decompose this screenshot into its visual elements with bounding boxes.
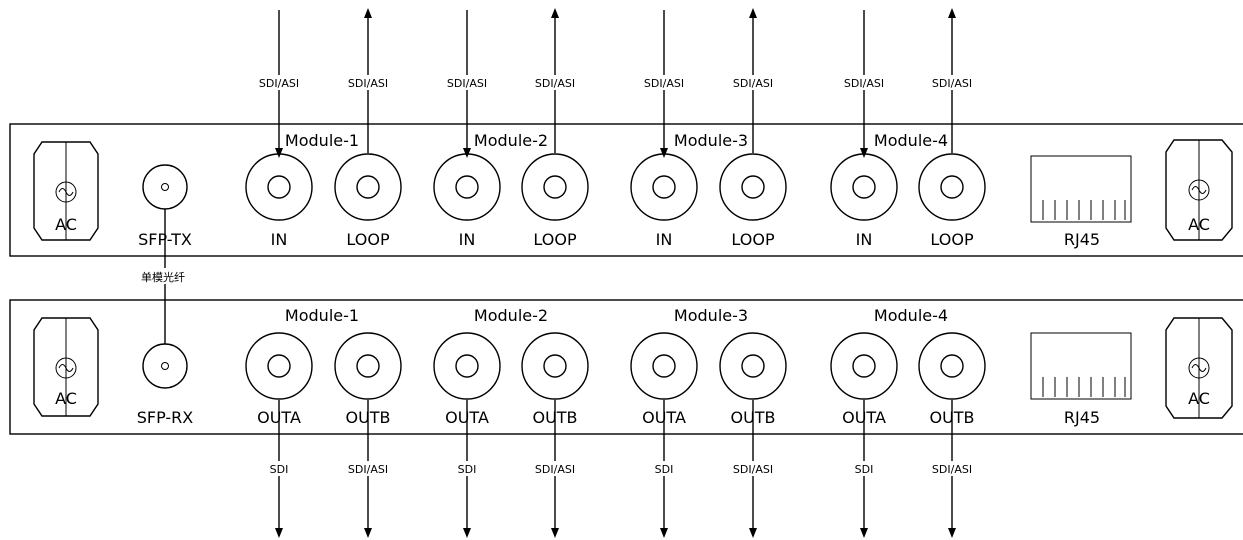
rx-panel-chassis bbox=[9, 299, 1243, 435]
tx-rj45-label: RJ45 bbox=[1064, 230, 1100, 249]
tx-port-loop-3 bbox=[719, 153, 787, 221]
tx-port-label-3: IN bbox=[459, 230, 476, 249]
tx-port-label-5: IN bbox=[656, 230, 673, 249]
tx-panel: AC SFP-TX RJ45 AC Modul bbox=[33, 131, 1233, 249]
tx-module-4-title: Module-4 bbox=[874, 131, 948, 150]
rx-rj45-port: RJ45 bbox=[1030, 332, 1132, 427]
tx-rj45-port: RJ45 bbox=[1030, 155, 1132, 249]
tx-ac-label-left: AC bbox=[55, 215, 77, 234]
rx-signal-label-1: SDI bbox=[270, 463, 289, 476]
rx-port-label-5: OUTA bbox=[642, 408, 686, 427]
rx-sfp-port: SFP-RX bbox=[137, 343, 194, 427]
rx-ac-socket-left: AC bbox=[33, 317, 99, 417]
rx-port-label-8: OUTB bbox=[929, 408, 974, 427]
tx-module-1-title: Module-1 bbox=[285, 131, 359, 150]
rx-port-outa-1 bbox=[245, 332, 313, 400]
rx-port-label-6: OUTB bbox=[730, 408, 775, 427]
rx-signal-label-4: SDI/ASI bbox=[535, 463, 575, 476]
rx-port-outa-4 bbox=[830, 332, 898, 400]
tx-ac-socket-left: AC bbox=[33, 141, 99, 241]
rx-signal-label-7: SDI bbox=[855, 463, 874, 476]
tx-port-in-4 bbox=[830, 153, 898, 221]
tx-ac-label-right: AC bbox=[1188, 215, 1210, 234]
tx-sfp-label: SFP-TX bbox=[138, 230, 192, 249]
rx-panel: AC SFP-RX RJ45 AC Module-1 Module-2 bbox=[33, 306, 1233, 538]
rx-port-label-7: OUTA bbox=[842, 408, 886, 427]
rx-signal-label-3: SDI bbox=[458, 463, 477, 476]
rx-port-label-3: OUTA bbox=[445, 408, 489, 427]
tx-signal-label-1: SDI/ASI bbox=[259, 77, 299, 90]
tx-port-in-1 bbox=[245, 153, 313, 221]
tx-port-loop-1 bbox=[334, 153, 402, 221]
rx-port-outb-3 bbox=[719, 332, 787, 400]
tx-port-loop-2 bbox=[521, 153, 589, 221]
tx-signal-label-7: SDI/ASI bbox=[844, 77, 884, 90]
rx-module-3-title: Module-3 bbox=[674, 306, 748, 325]
tx-port-label-8: LOOP bbox=[930, 230, 974, 249]
tx-module-3-title: Module-3 bbox=[674, 131, 748, 150]
rx-signal-label-8: SDI/ASI bbox=[932, 463, 972, 476]
rx-port-outa-3 bbox=[630, 332, 698, 400]
rx-module-1-title: Module-1 bbox=[285, 306, 359, 325]
tx-signal-label-8: SDI/ASI bbox=[932, 77, 972, 90]
rx-port-outb-1 bbox=[334, 332, 402, 400]
tx-port-label-2: LOOP bbox=[346, 230, 390, 249]
tx-port-in-2 bbox=[433, 153, 501, 221]
tx-module-2-title: Module-2 bbox=[474, 131, 548, 150]
tx-panel-chassis bbox=[9, 123, 1243, 257]
tx-port-in-3 bbox=[630, 153, 698, 221]
rx-signal-label-2: SDI/ASI bbox=[348, 463, 388, 476]
rx-port-outb-2 bbox=[521, 332, 589, 400]
rx-ac-label-right: AC bbox=[1188, 389, 1210, 408]
tx-port-label-7: IN bbox=[856, 230, 873, 249]
tx-signal-label-6: SDI/ASI bbox=[733, 77, 773, 90]
rx-rj45-label: RJ45 bbox=[1064, 408, 1100, 427]
tx-sfp-port: SFP-TX bbox=[138, 164, 192, 249]
tx-port-label-1: IN bbox=[271, 230, 288, 249]
tx-signal-arrows: SDI/ASI SDI/ASI SDI/ASI SDI/ASI SDI/ASI … bbox=[250, 8, 981, 158]
tx-port-label-4: LOOP bbox=[533, 230, 577, 249]
rx-port-label-2: OUTB bbox=[345, 408, 390, 427]
rx-ac-socket-right: AC bbox=[1165, 317, 1233, 419]
tx-signal-label-3: SDI/ASI bbox=[447, 77, 487, 90]
rx-module-2-title: Module-2 bbox=[474, 306, 548, 325]
fiber-label: 单模光纤 bbox=[141, 270, 185, 284]
rx-port-outa-2 bbox=[433, 332, 501, 400]
rx-module-4-title: Module-4 bbox=[874, 306, 948, 325]
tx-ac-socket-right: AC bbox=[1165, 139, 1233, 241]
rx-signal-label-5: SDI bbox=[655, 463, 674, 476]
tx-signal-label-5: SDI/ASI bbox=[644, 77, 684, 90]
rx-port-label-4: OUTB bbox=[532, 408, 577, 427]
rx-sfp-label: SFP-RX bbox=[137, 408, 194, 427]
tx-signal-label-2: SDI/ASI bbox=[348, 77, 388, 90]
tx-port-label-6: LOOP bbox=[731, 230, 775, 249]
tx-signal-label-4: SDI/ASI bbox=[535, 77, 575, 90]
rx-port-label-1: OUTA bbox=[257, 408, 301, 427]
fiber-label-bg bbox=[130, 268, 196, 284]
rx-port-outb-4 bbox=[918, 332, 986, 400]
tx-port-loop-4 bbox=[918, 153, 986, 221]
rx-ac-label-left: AC bbox=[55, 389, 77, 408]
rx-signal-label-6: SDI/ASI bbox=[733, 463, 773, 476]
